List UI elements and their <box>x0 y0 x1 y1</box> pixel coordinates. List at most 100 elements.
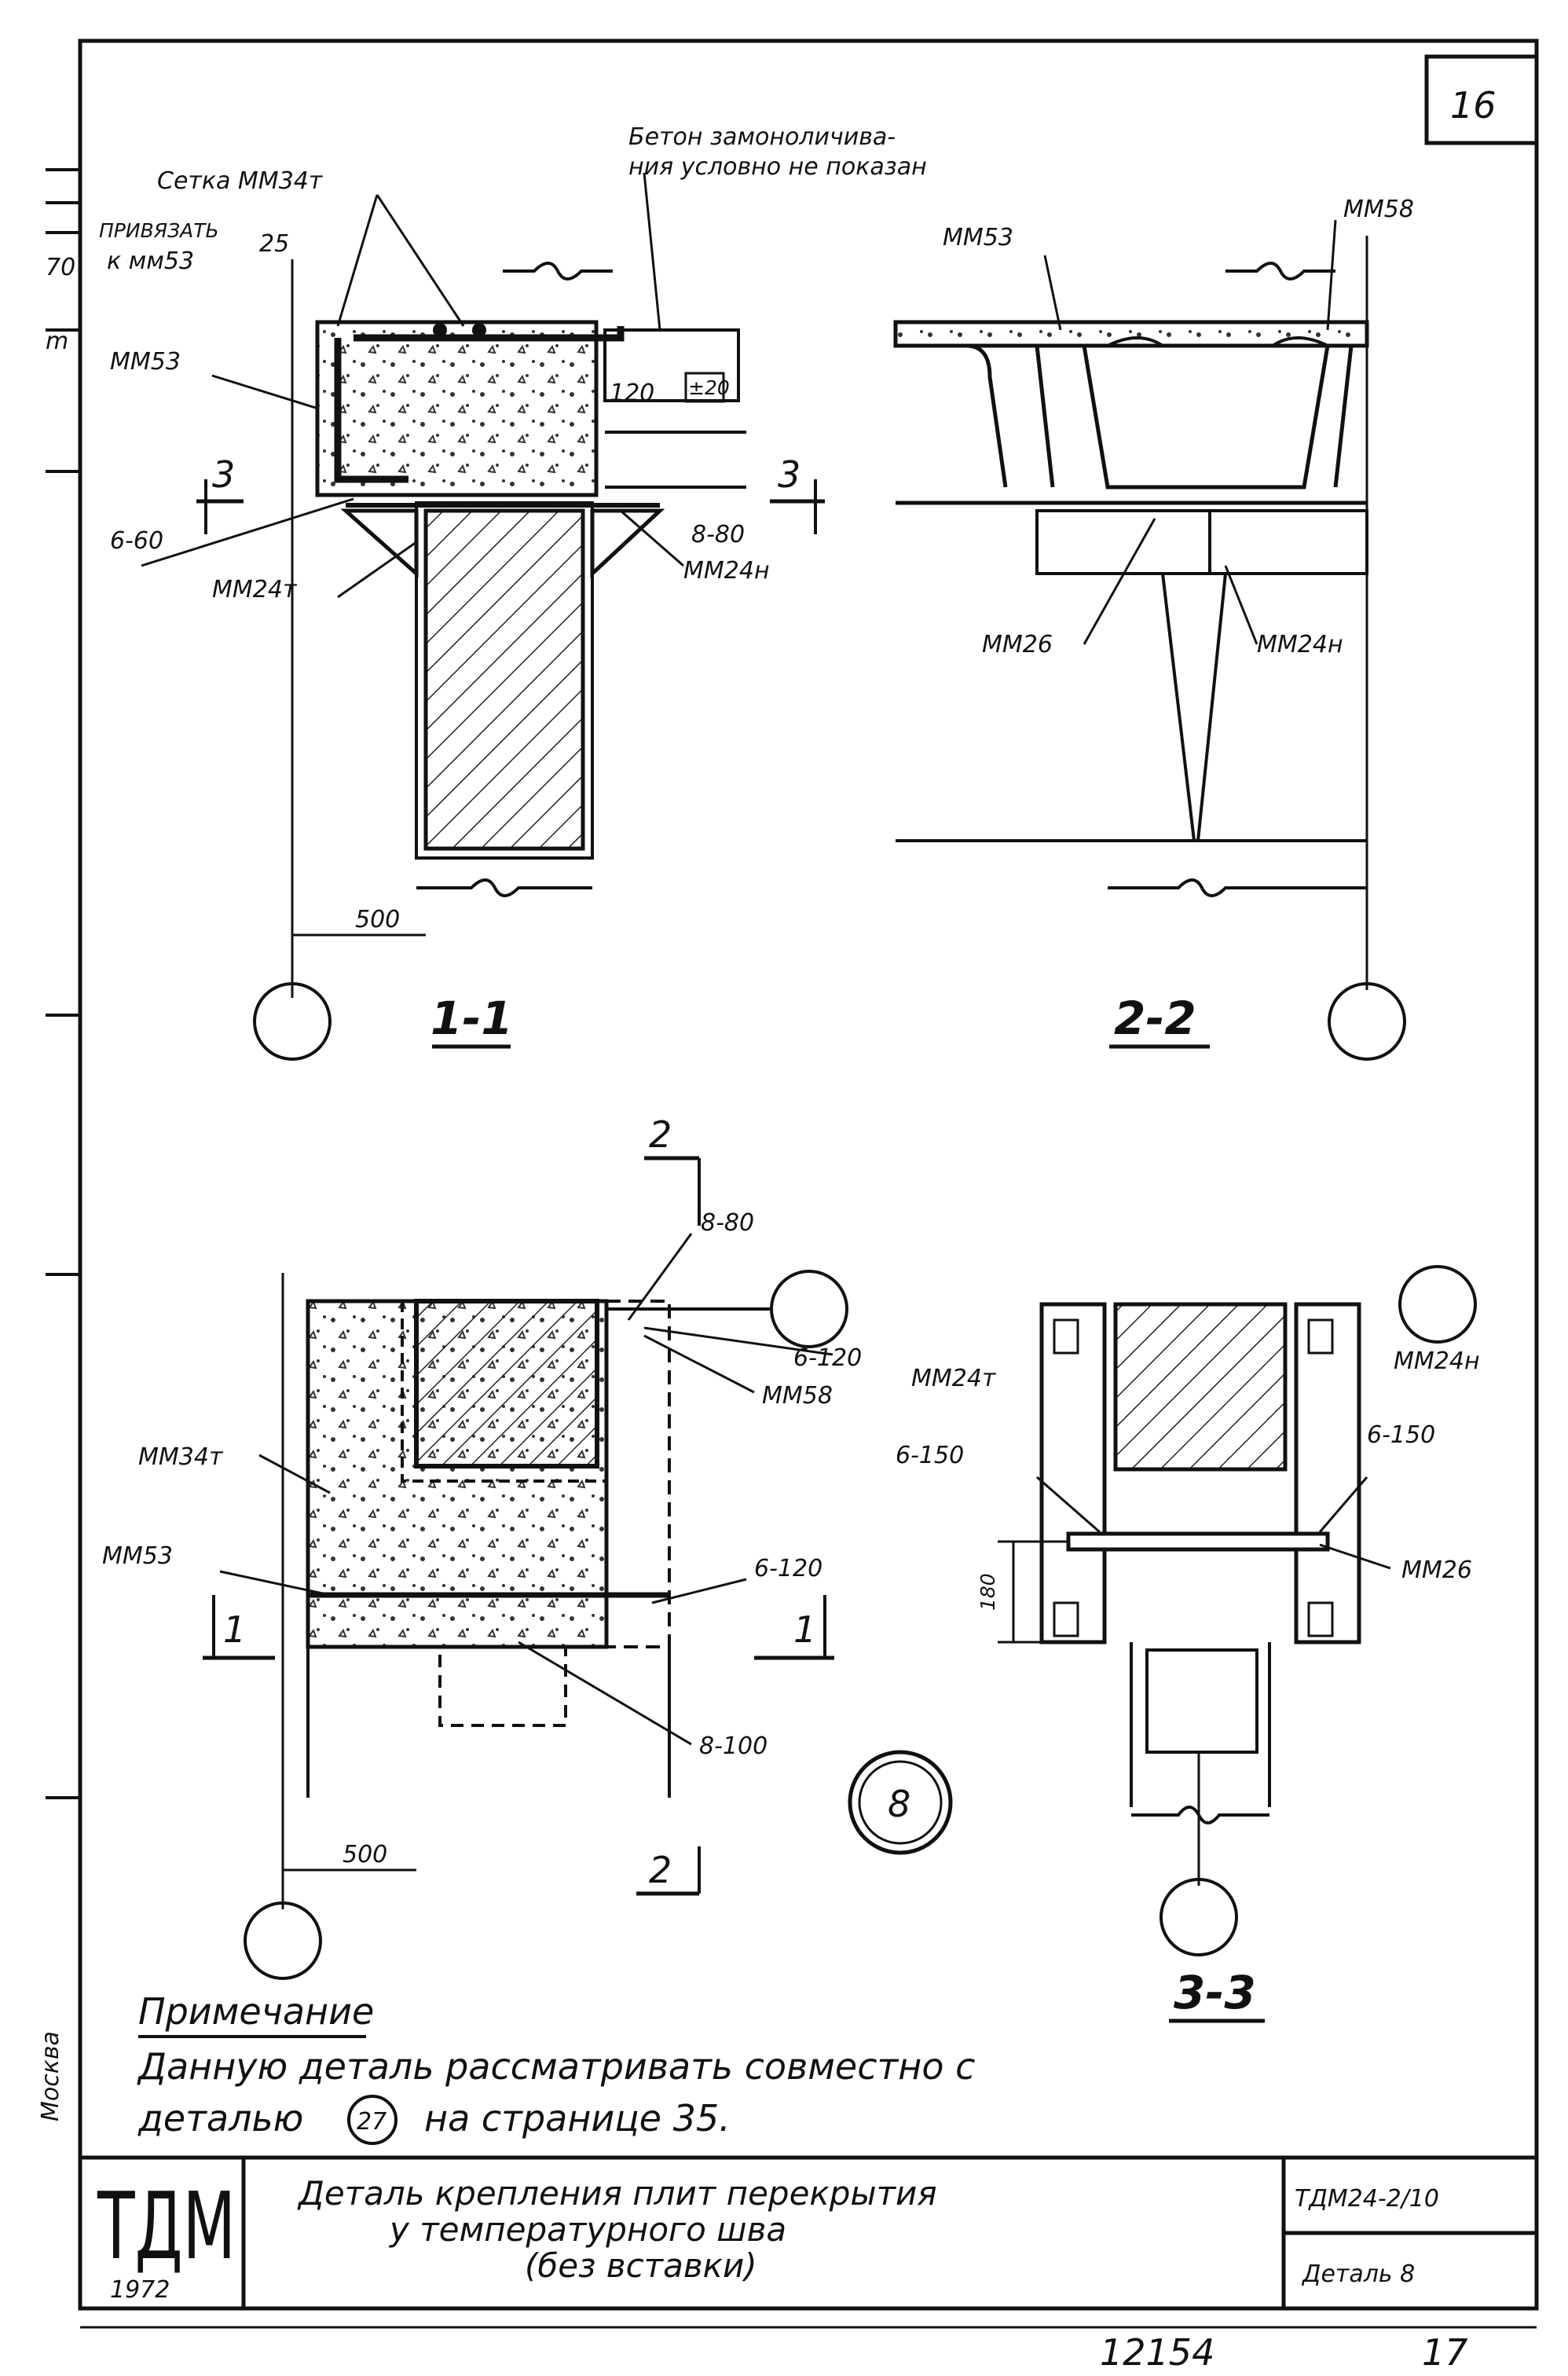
adjacent-slab <box>603 328 740 402</box>
break-symbol <box>503 262 613 280</box>
bracket-left <box>340 508 419 578</box>
leader-line <box>1036 1476 1101 1534</box>
leader-line <box>627 1233 693 1321</box>
slab-ribs <box>896 343 1367 505</box>
axis-bubble <box>770 1270 848 1348</box>
leader-line <box>211 374 319 410</box>
label-mm26: ММ26 <box>982 631 1053 658</box>
note-heading: Примечание <box>138 1990 374 2033</box>
cut-2-bottom-number: 2 <box>649 1849 672 1891</box>
page-number: 16 <box>1450 84 1497 126</box>
title-line2: у температурного шва <box>388 2210 786 2249</box>
section-1-1: Бетон замоноличива- ния условно не показ… <box>99 123 927 1061</box>
dim-500: 500 <box>355 906 400 933</box>
note-ref-number: 27 <box>357 2108 387 2136</box>
leader-line <box>219 1570 331 1597</box>
section-title-1-1: 1-1 <box>430 992 513 1045</box>
note-block: Примечание Данную деталь рассматривать с… <box>137 1990 975 2145</box>
footer-number-left: 12154 <box>1100 2331 1214 2374</box>
detail-number: 8 <box>888 1783 910 1825</box>
leader-line <box>1319 1543 1391 1570</box>
side-margin-text: Москва <box>37 2031 64 2121</box>
dim-120: 120 <box>610 380 654 407</box>
label-mm53: ММ53 <box>943 224 1013 251</box>
tie-bar-mm26 <box>1066 1531 1330 1552</box>
margin-ticks <box>46 168 80 1799</box>
left-plate <box>1039 1302 1107 1644</box>
slab-section <box>315 320 599 497</box>
title-line3: (без вставки) <box>525 2246 757 2285</box>
plate-detail <box>1053 1601 1079 1637</box>
column-section <box>1113 1302 1288 1472</box>
dim-500: 500 <box>343 1841 387 1868</box>
dim-pm20: ±20 <box>688 376 730 399</box>
section-3-3: ММ24т ММ24н 6-150 6-150 ММ26 180 3-3 <box>896 1265 1480 2023</box>
slab-void <box>1107 336 1328 347</box>
weld-6-150-left: 6-150 <box>896 1442 964 1469</box>
note-line2-start: деталью <box>137 2097 303 2140</box>
right-plate <box>1294 1302 1361 1644</box>
label-mm26: ММ26 <box>1401 1556 1472 1584</box>
cut-2-top-number: 2 <box>649 1113 672 1156</box>
label-mm24t: ММ24т <box>212 576 298 603</box>
footer-number-right: 17 <box>1422 2331 1468 2374</box>
leader-line <box>643 172 661 331</box>
label-mm34t: ММ34т <box>138 1443 224 1471</box>
leader-line <box>643 1334 755 1394</box>
cut-1-left-number: 1 <box>223 1608 246 1651</box>
axis-bubble <box>253 982 332 1061</box>
leader-line <box>651 1578 747 1604</box>
dim-25: 25 <box>259 230 289 258</box>
leader-line <box>1083 518 1156 645</box>
page-number-box <box>1424 54 1539 145</box>
label-concrete-line2: ния условно не показан <box>628 153 927 181</box>
leader-line <box>141 497 354 567</box>
axis-bubble <box>244 1901 322 1980</box>
leader-line <box>1224 565 1258 645</box>
weld-6-60: 6-60 <box>110 527 163 555</box>
plate-detail <box>1307 1601 1334 1637</box>
logo-tdm: ТДМ <box>97 2172 236 2280</box>
leader-line <box>620 509 684 567</box>
title-block: ТДМ 1972 Деталь крепления плит перекрыти… <box>80 2155 1537 2308</box>
plan-view: 2 8-80 6-120 ММ58 ММ34т ММ53 6-120 1 1 8… <box>102 1113 953 1980</box>
plate-detail <box>1053 1318 1079 1355</box>
axis-bubble <box>1398 1265 1477 1344</box>
axis-bubble <box>1328 982 1406 1061</box>
margin-label-m: m <box>46 328 68 355</box>
weld-6-120-bottom: 6-120 <box>754 1555 822 1582</box>
lower-block <box>1145 1648 1258 1754</box>
axis-bubble <box>1160 1878 1238 1956</box>
margin-label-70: 70 <box>46 254 75 281</box>
section-title-3-3: 3-3 <box>1174 1966 1256 2019</box>
break-symbol <box>1225 262 1335 280</box>
break-symbol <box>1131 1806 1269 1824</box>
plan-column <box>414 1299 599 1468</box>
leader-line <box>1326 219 1337 331</box>
slab-top-layer <box>893 320 1369 348</box>
leader-line <box>518 1641 692 1746</box>
note-line2-end: на странице 35. <box>424 2097 731 2140</box>
label-mm24t: ММ24т <box>911 1365 997 1392</box>
break-symbol <box>1108 878 1367 897</box>
section-2-2: ММ53 ММ58 ММ26 ММ24н 2-2 <box>893 196 1414 1061</box>
note-ref-circle <box>347 2095 397 2145</box>
support-plate <box>1035 509 1368 575</box>
dim-box <box>684 372 725 403</box>
cut-1-right-number: 1 <box>793 1608 816 1651</box>
section-title-2-2: 2-2 <box>1114 992 1196 1045</box>
label-mm24n: ММ24н <box>683 557 770 585</box>
weld-6-120-top: 6-120 <box>793 1344 862 1372</box>
label-mm53: ММ53 <box>102 1542 173 1570</box>
label-tie-line2: к мм53 <box>107 248 194 275</box>
bar-dot <box>472 323 486 337</box>
title-line1: Деталь крепления плит перекрытия <box>297 2174 937 2213</box>
weld-8-80: 8-80 <box>691 521 745 548</box>
plan-plate <box>605 1300 671 1648</box>
label-mm53: ММ53 <box>110 348 181 376</box>
leader-line <box>336 194 379 327</box>
document-code: ТДМ24-2/10 <box>1295 2185 1439 2213</box>
break-symbol <box>416 878 592 897</box>
column <box>423 508 585 851</box>
plate-detail <box>1307 1318 1334 1355</box>
